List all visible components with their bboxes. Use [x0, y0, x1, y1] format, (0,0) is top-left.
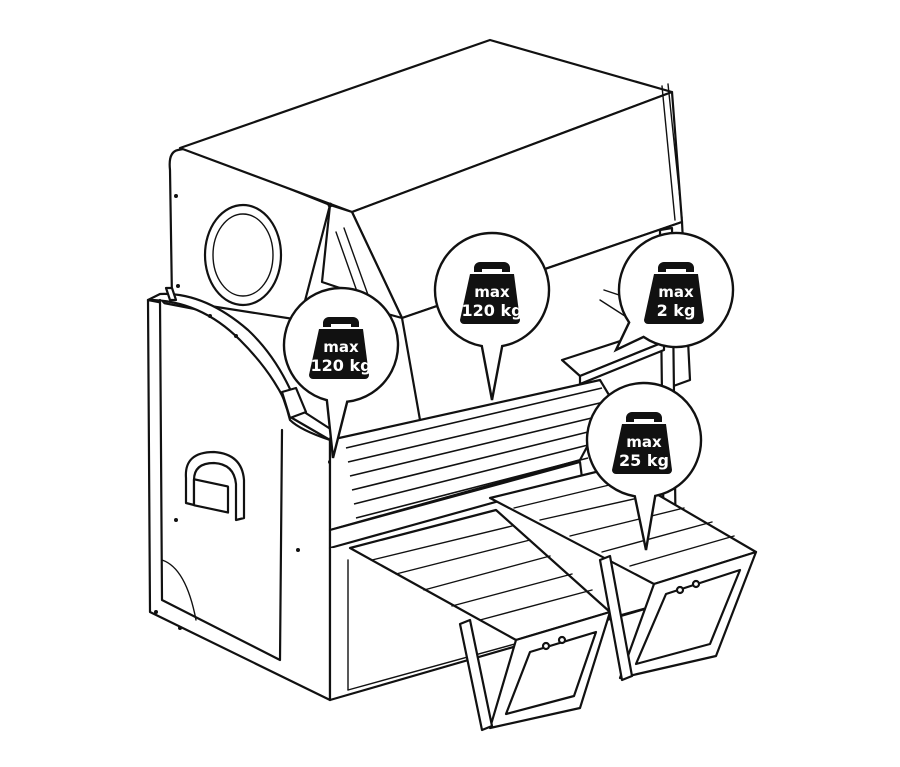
load-label-prefix: max — [323, 338, 359, 356]
kettle-weight-icon — [460, 262, 520, 324]
load-label-value: 2 kg — [657, 301, 696, 320]
load-label-prefix: max — [626, 433, 662, 451]
load-label-value: 120 kg — [310, 356, 371, 375]
footrest-right — [488, 466, 758, 682]
kettle-weight-icon — [309, 317, 369, 379]
load-label-prefix: max — [474, 283, 510, 301]
load-label-value: 120 kg — [461, 301, 522, 320]
kettle-weight-icon — [644, 262, 704, 324]
hood — [168, 38, 684, 322]
footrest-left — [348, 508, 612, 732]
load-label-prefix: max — [658, 283, 694, 301]
left-side-panel — [146, 286, 334, 702]
load-label-value: 25 kg — [619, 451, 669, 470]
kettle-weight-icon — [612, 412, 672, 474]
